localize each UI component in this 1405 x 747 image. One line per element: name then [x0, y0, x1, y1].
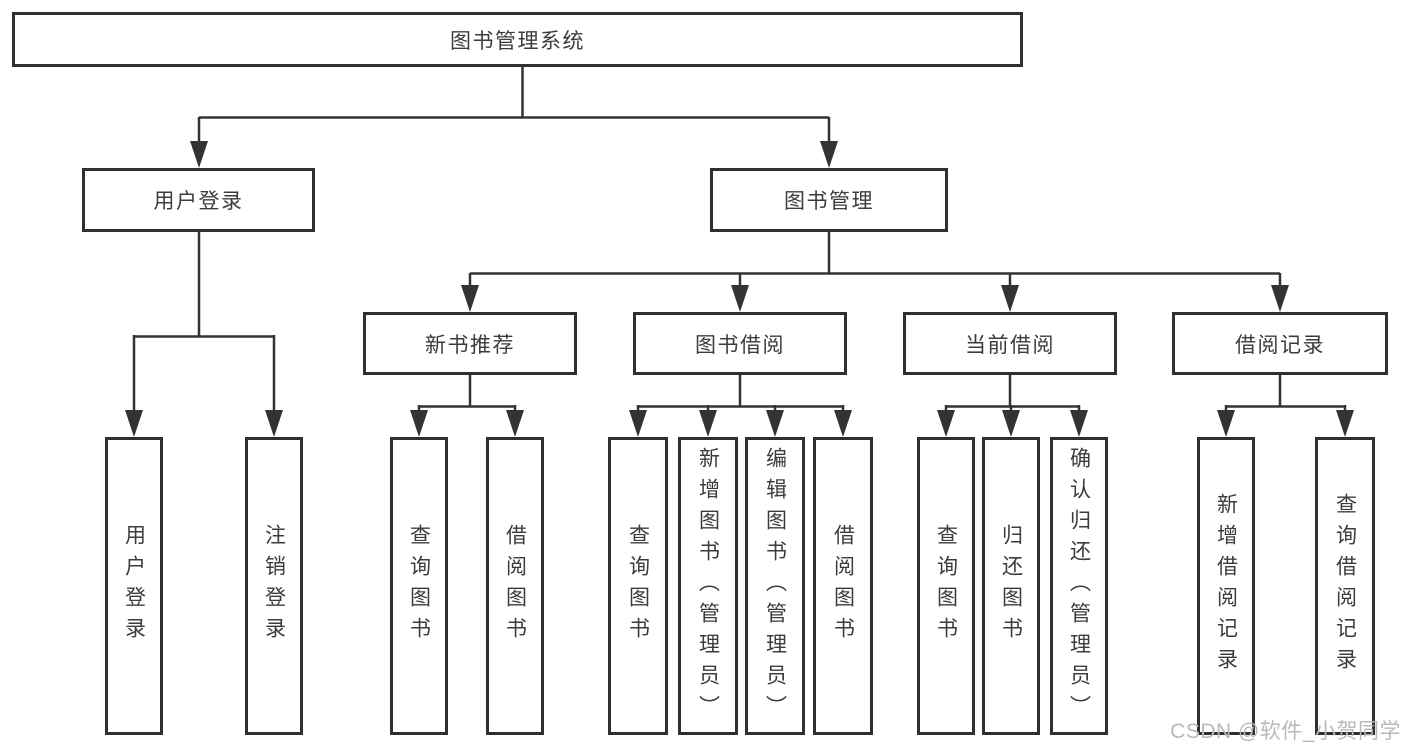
node-label: 借阅图书 — [503, 524, 527, 648]
node-label: 当前借阅 — [965, 333, 1055, 357]
arrowhead — [1001, 285, 1019, 312]
arrowhead — [766, 410, 784, 437]
node-label: 图书管理系统 — [450, 29, 585, 53]
leaf-query-books-recommend: 查询图书 — [390, 437, 448, 735]
arrowhead — [461, 285, 479, 312]
node-label: 新增图书（管理员） — [696, 446, 720, 726]
node-label: 图书管理 — [784, 190, 874, 213]
node-label: 用户登录 — [122, 524, 146, 648]
arrowhead — [506, 410, 524, 437]
node-label: 编辑图书（管理员） — [763, 446, 787, 726]
arrowhead — [1336, 410, 1354, 437]
node-label: 借阅图书 — [831, 524, 855, 648]
leaf-query-books-current: 查询图书 — [917, 437, 975, 735]
arrowhead — [834, 410, 852, 437]
csdn-watermark: CSDN @软件_小贺同学 — [1170, 720, 1401, 743]
node-book-borrow: 图书借阅 — [633, 312, 847, 375]
arrowhead — [125, 410, 143, 437]
node-label: 注销登录 — [262, 524, 286, 648]
node-new-book-recommend: 新书推荐 — [363, 312, 577, 375]
node-current-borrow: 当前借阅 — [903, 312, 1117, 375]
leaf-borrow-books-borrow: 借阅图书 — [813, 437, 873, 735]
arrowhead — [1217, 410, 1235, 437]
arrowhead — [820, 141, 838, 168]
leaf-query-borrow-record: 查询借阅记录 — [1315, 437, 1375, 735]
node-label: 确认归还（管理员） — [1067, 446, 1091, 726]
arrowhead — [937, 410, 955, 437]
leaf-user-login: 用户登录 — [105, 437, 163, 735]
arrowhead — [1271, 285, 1289, 312]
node-label: 新增借阅记录 — [1214, 493, 1238, 679]
node-label: 查询图书 — [407, 524, 431, 648]
leaf-edit-book-admin: 编辑图书（管理员） — [745, 437, 805, 735]
arrowhead — [629, 410, 647, 437]
arrowhead — [410, 410, 428, 437]
arrowhead — [190, 141, 208, 168]
node-book-management: 图书管理 — [710, 168, 948, 232]
node-label: 借阅记录 — [1235, 333, 1325, 357]
leaf-add-book-admin: 新增图书（管理员） — [678, 437, 738, 735]
leaf-query-books-borrow: 查询图书 — [608, 437, 668, 735]
arrowhead — [1070, 410, 1088, 437]
node-label: 查询图书 — [934, 524, 958, 648]
node-library-system: 图书管理系统 — [12, 12, 1023, 67]
arrowhead — [731, 285, 749, 312]
node-label: 归还图书 — [999, 524, 1023, 648]
leaf-logout: 注销登录 — [245, 437, 303, 735]
leaf-return-book: 归还图书 — [982, 437, 1040, 735]
node-label: 图书借阅 — [695, 333, 785, 357]
arrowhead — [1002, 410, 1020, 437]
leaf-borrow-books-recommend: 借阅图书 — [486, 437, 544, 735]
node-user-login: 用户登录 — [82, 168, 315, 232]
node-label: 用户登录 — [153, 190, 244, 213]
node-label: 查询图书 — [626, 524, 650, 648]
node-label: 查询借阅记录 — [1333, 493, 1357, 679]
arrowhead — [265, 410, 283, 437]
arrowhead — [699, 410, 717, 437]
leaf-confirm-return-admin: 确认归还（管理员） — [1050, 437, 1108, 735]
leaf-add-borrow-record: 新增借阅记录 — [1197, 437, 1255, 735]
node-label: 新书推荐 — [425, 333, 515, 357]
node-borrow-records: 借阅记录 — [1172, 312, 1388, 375]
